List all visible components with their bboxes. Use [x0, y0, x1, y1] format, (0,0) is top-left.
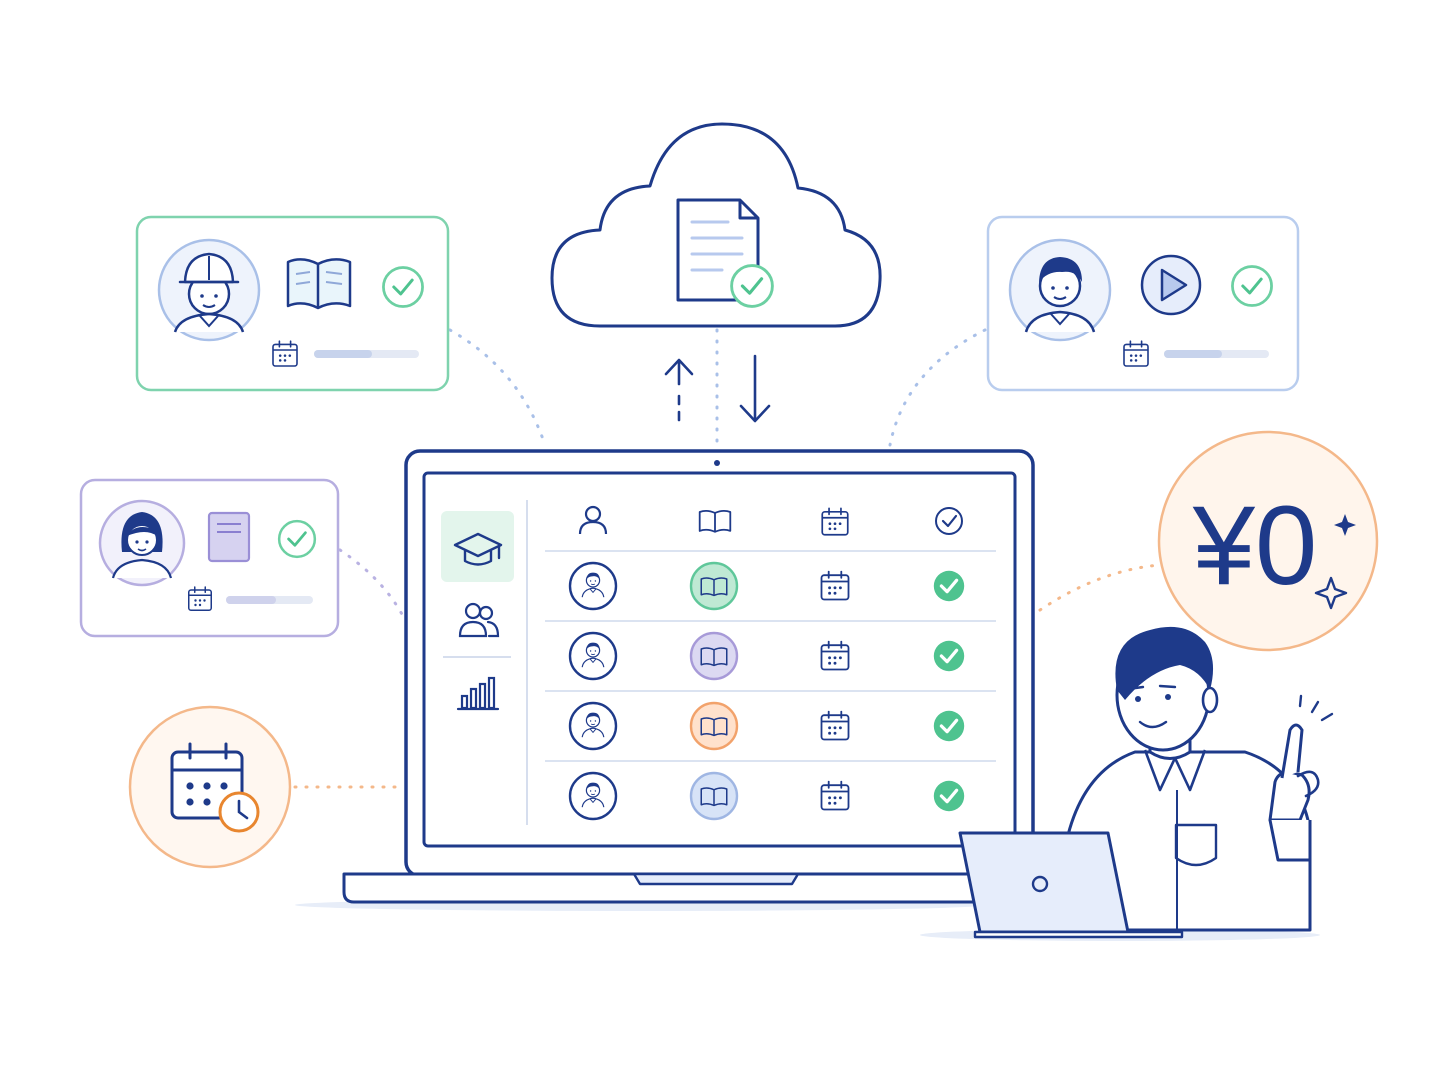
small-laptop-icon	[958, 831, 1184, 939]
document-icon	[207, 511, 251, 563]
user-avatar	[568, 701, 618, 751]
progress-bar-fill	[314, 350, 372, 358]
user-avatar	[568, 631, 618, 681]
card-man	[986, 215, 1300, 392]
table-row[interactable]	[568, 771, 966, 821]
user-avatar	[568, 771, 618, 821]
schedule-badge	[128, 705, 292, 869]
cloud-storage-icon	[550, 122, 882, 328]
calendar-icon	[188, 586, 212, 611]
progress-bar-fill	[226, 596, 276, 604]
sidebar-item-users[interactable]	[458, 602, 500, 638]
table-row[interactable]	[568, 631, 966, 681]
card-worker	[135, 215, 450, 392]
check-icon	[932, 779, 966, 813]
presenter-person	[958, 626, 1334, 939]
check-icon	[730, 264, 774, 308]
course-book-badge	[689, 561, 739, 611]
idea-spark-lines	[1298, 694, 1334, 722]
sparkle-icon	[1334, 514, 1356, 536]
check-icon	[277, 519, 317, 559]
calendar-icon	[820, 570, 850, 601]
sidebar-item-reports[interactable]	[456, 676, 500, 711]
download-arrow-icon	[739, 354, 771, 423]
man-avatar	[1008, 238, 1112, 342]
calendar-clock-icon	[170, 742, 260, 833]
person-icon	[578, 505, 608, 535]
connector-lines	[293, 328, 1162, 789]
table-header	[578, 505, 963, 536]
calendar-icon	[272, 340, 298, 367]
check-icon	[932, 569, 966, 603]
check-icon	[935, 507, 963, 535]
book-icon	[286, 258, 352, 310]
check-icon	[932, 709, 966, 743]
upload-arrow-icon	[664, 358, 694, 424]
group-icon	[458, 602, 500, 638]
dashboard-sidebar	[441, 500, 528, 825]
price-text: ¥0	[1192, 483, 1318, 608]
progress-table	[545, 505, 996, 821]
user-avatar	[568, 561, 618, 611]
play-video-icon[interactable]	[1140, 254, 1202, 316]
calendar-icon	[820, 640, 850, 671]
calendar-icon	[820, 780, 850, 811]
table-row[interactable]	[568, 561, 966, 611]
course-book-badge	[689, 631, 739, 681]
calendar-icon	[1123, 340, 1149, 367]
check-icon	[1230, 264, 1274, 308]
progress-bar-fill	[1164, 350, 1222, 358]
course-book-badge	[689, 701, 739, 751]
sparkle-icon	[1314, 576, 1348, 610]
webcam	[714, 460, 720, 466]
check-icon	[932, 639, 966, 673]
calendar-icon	[821, 507, 849, 536]
price-badge: ¥0	[1157, 430, 1379, 652]
course-book-badge	[689, 771, 739, 821]
bar-chart-icon	[456, 676, 500, 711]
graduation-cap-icon	[453, 532, 503, 566]
card-woman	[79, 478, 340, 638]
helmet-worker-avatar	[157, 238, 261, 342]
sidebar-item-courses[interactable]	[441, 511, 514, 582]
check-icon	[381, 265, 425, 309]
table-row[interactable]	[568, 701, 966, 751]
woman-avatar	[98, 499, 186, 587]
calendar-icon	[820, 710, 850, 741]
laptop	[342, 449, 1035, 904]
